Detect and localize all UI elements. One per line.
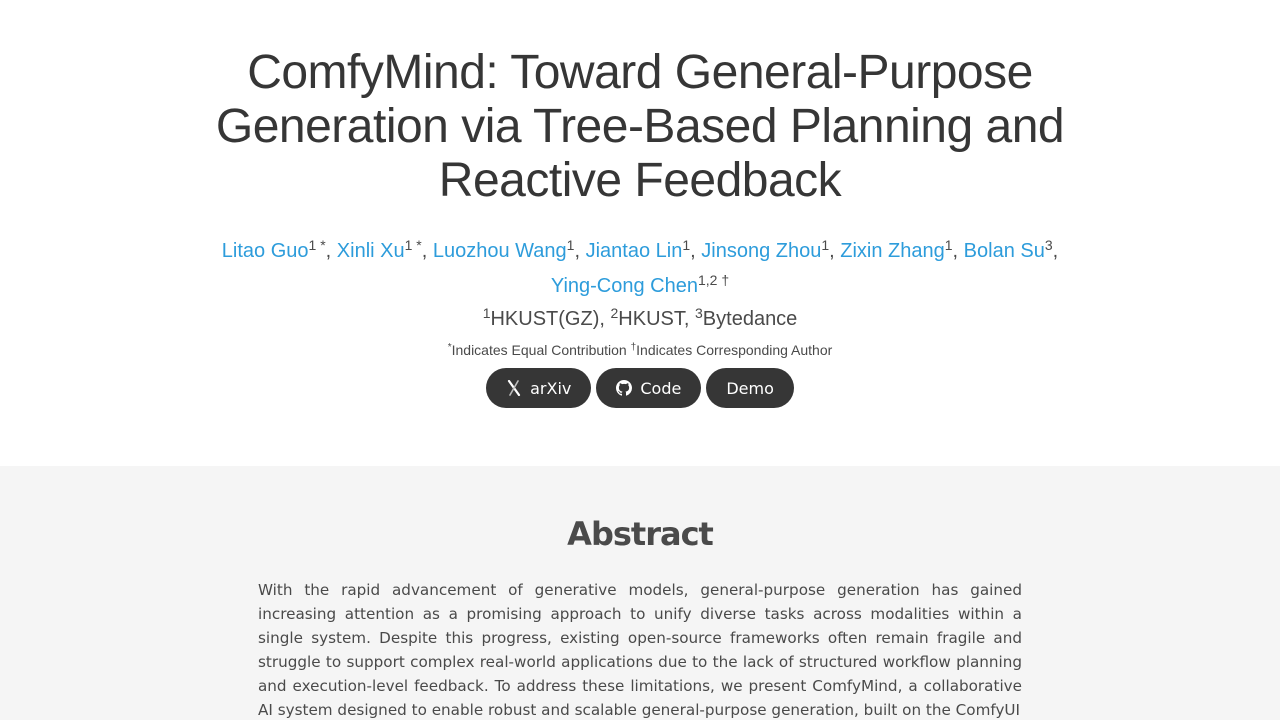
code-button[interactable]: Code bbox=[596, 368, 702, 408]
author-link[interactable]: Xinli Xu bbox=[336, 240, 405, 262]
affil-sup: 1 bbox=[482, 305, 491, 321]
hero-section: ComfyMind: Toward General-Purpose Genera… bbox=[0, 46, 1280, 408]
affil-sup: 2 bbox=[610, 305, 619, 321]
equal-mark: * bbox=[447, 342, 452, 353]
author-link[interactable]: Bolan Su bbox=[963, 240, 1045, 262]
abstract-heading: Abstract bbox=[567, 515, 714, 553]
author-affil-sup: 3 bbox=[1044, 237, 1053, 253]
affil-sup: 3 bbox=[695, 305, 703, 321]
author-list: Litao Guo1 *, Xinli Xu1 *, Luozhou Wang1… bbox=[210, 234, 1070, 304]
author-item: Litao Guo1 *, bbox=[221, 237, 337, 262]
affil-name: Bytedance bbox=[702, 308, 798, 330]
arxiv-label: arXiv bbox=[530, 378, 572, 398]
affil-name: HKUST bbox=[618, 308, 684, 330]
abstract-section: Abstract With the rapid advancement of g… bbox=[0, 466, 1280, 720]
author-item: Jiantao Lin1, bbox=[585, 237, 702, 262]
author-link[interactable]: Ying-Cong Chen bbox=[550, 275, 698, 297]
author-link[interactable]: Litao Guo bbox=[221, 240, 309, 262]
arxiv-icon bbox=[506, 380, 522, 396]
corresponding-author-text: Indicates Corresponding Author bbox=[636, 342, 833, 358]
affil-name: HKUST(GZ) bbox=[490, 308, 600, 330]
corresponding-mark: † bbox=[630, 342, 637, 353]
demo-label: Demo bbox=[726, 378, 774, 398]
author-affil-sup: 1 bbox=[682, 237, 691, 253]
paper-links: arXiv Code Demo bbox=[0, 368, 1280, 408]
author-affil-sup: 1,2 † bbox=[698, 272, 730, 288]
author-link[interactable]: Zixin Zhang bbox=[840, 240, 945, 262]
author-item: Luozhou Wang1, bbox=[432, 237, 586, 262]
author-link[interactable]: Jinsong Zhou bbox=[701, 240, 822, 262]
contribution-note: *Indicates Equal Contribution †Indicates… bbox=[0, 338, 1280, 362]
abstract-text: With the rapid advancement of generative… bbox=[258, 581, 1022, 719]
author-affil-sup: 1 * bbox=[308, 237, 326, 253]
author-item: Ying-Cong Chen1,2 † bbox=[550, 272, 730, 297]
author-item: Zixin Zhang1, bbox=[840, 237, 964, 262]
author-affil-sup: 1 bbox=[821, 237, 830, 253]
author-item: Xinli Xu1 *, bbox=[336, 237, 433, 262]
arxiv-button[interactable]: arXiv bbox=[486, 368, 592, 408]
equal-contribution-text: Indicates Equal Contribution bbox=[451, 342, 627, 358]
author-affil-sup: 1 bbox=[944, 237, 953, 253]
author-link[interactable]: Jiantao Lin bbox=[585, 240, 683, 262]
paper-title: ComfyMind: Toward General-Purpose Genera… bbox=[215, 46, 1065, 207]
author-item: Jinsong Zhou1, bbox=[701, 237, 841, 262]
affiliations: 1HKUST(GZ), 2HKUST, 3Bytedance bbox=[482, 305, 798, 330]
author-item: Bolan Su3, bbox=[963, 237, 1059, 262]
demo-button[interactable]: Demo bbox=[706, 368, 794, 408]
author-link[interactable]: Luozhou Wang bbox=[432, 240, 567, 262]
github-icon bbox=[616, 380, 633, 396]
author-affil-sup: 1 bbox=[566, 237, 575, 253]
code-label: Code bbox=[640, 378, 682, 398]
author-affil-sup: 1 * bbox=[404, 237, 422, 253]
